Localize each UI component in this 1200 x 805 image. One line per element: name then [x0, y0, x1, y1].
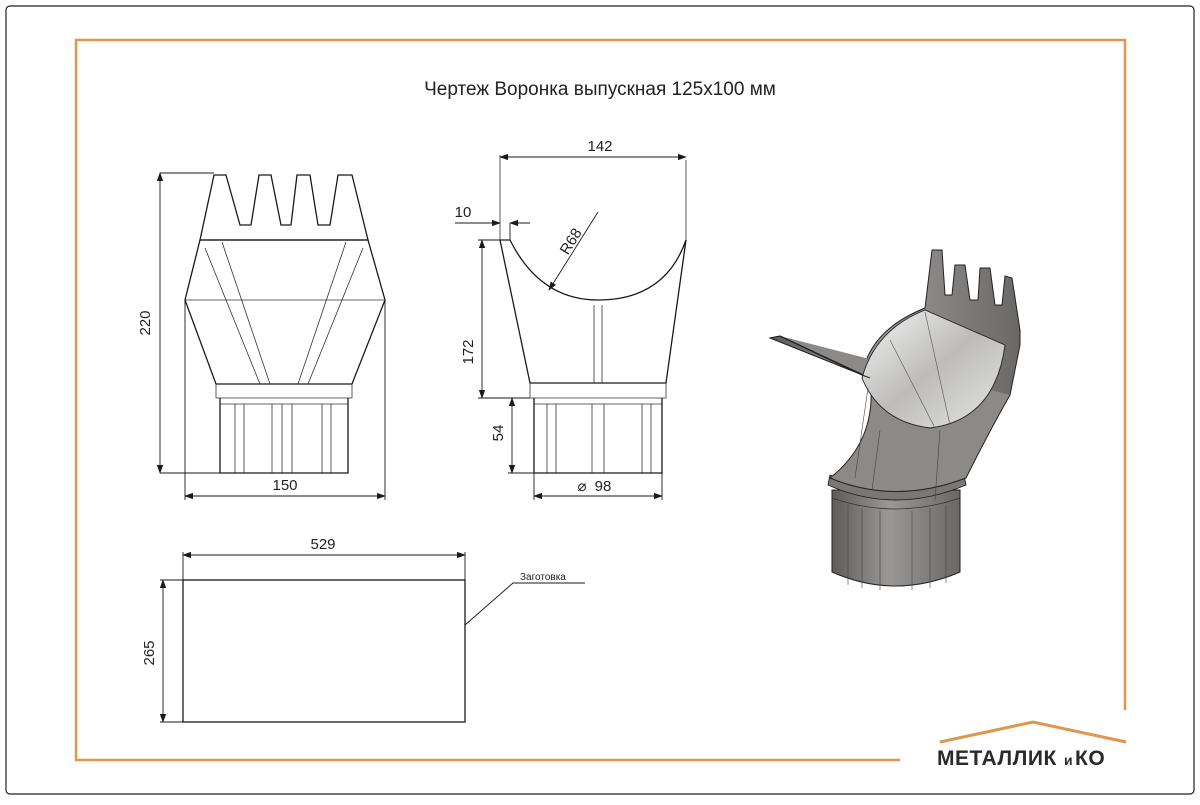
front-width-dimension: 150: [272, 477, 297, 494]
side-view: 142 10 R68 172 54 ⌀ 98: [455, 138, 687, 500]
side-lower-height-dimension: 54: [490, 425, 507, 442]
blank-callout-label: Заготовка: [520, 572, 566, 583]
diameter-symbol: ⌀: [577, 478, 586, 495]
drawing-title: Чертеж Воронка выпускная 125х100 мм: [424, 79, 776, 100]
logo-roof-icon: [939, 720, 1127, 744]
side-width-dimension: 142: [587, 138, 612, 155]
blank-height-dimension: 265: [141, 640, 158, 665]
company-logo: МЕТАЛЛИК и КО: [937, 720, 1127, 770]
logo-main-text: МЕТАЛЛИК: [937, 747, 1057, 770]
title-frame: [74, 38, 1127, 762]
front-height-dimension: 220: [137, 310, 154, 335]
product-3d-render: [768, 249, 1021, 590]
side-radius-dimension: R68: [557, 225, 586, 257]
blank-width-dimension: 529: [310, 536, 335, 553]
blank-view: 529 265 Заготовка: [141, 536, 585, 723]
front-view: 220 150: [137, 172, 386, 500]
side-upper-height-dimension: 172: [460, 339, 477, 364]
logo-end-text: КО: [1075, 747, 1105, 770]
outer-border: [5, 5, 1195, 795]
logo-small-text: и: [1064, 752, 1073, 768]
side-offset-dimension: 10: [455, 204, 472, 221]
side-diameter-dimension: 98: [595, 478, 612, 495]
